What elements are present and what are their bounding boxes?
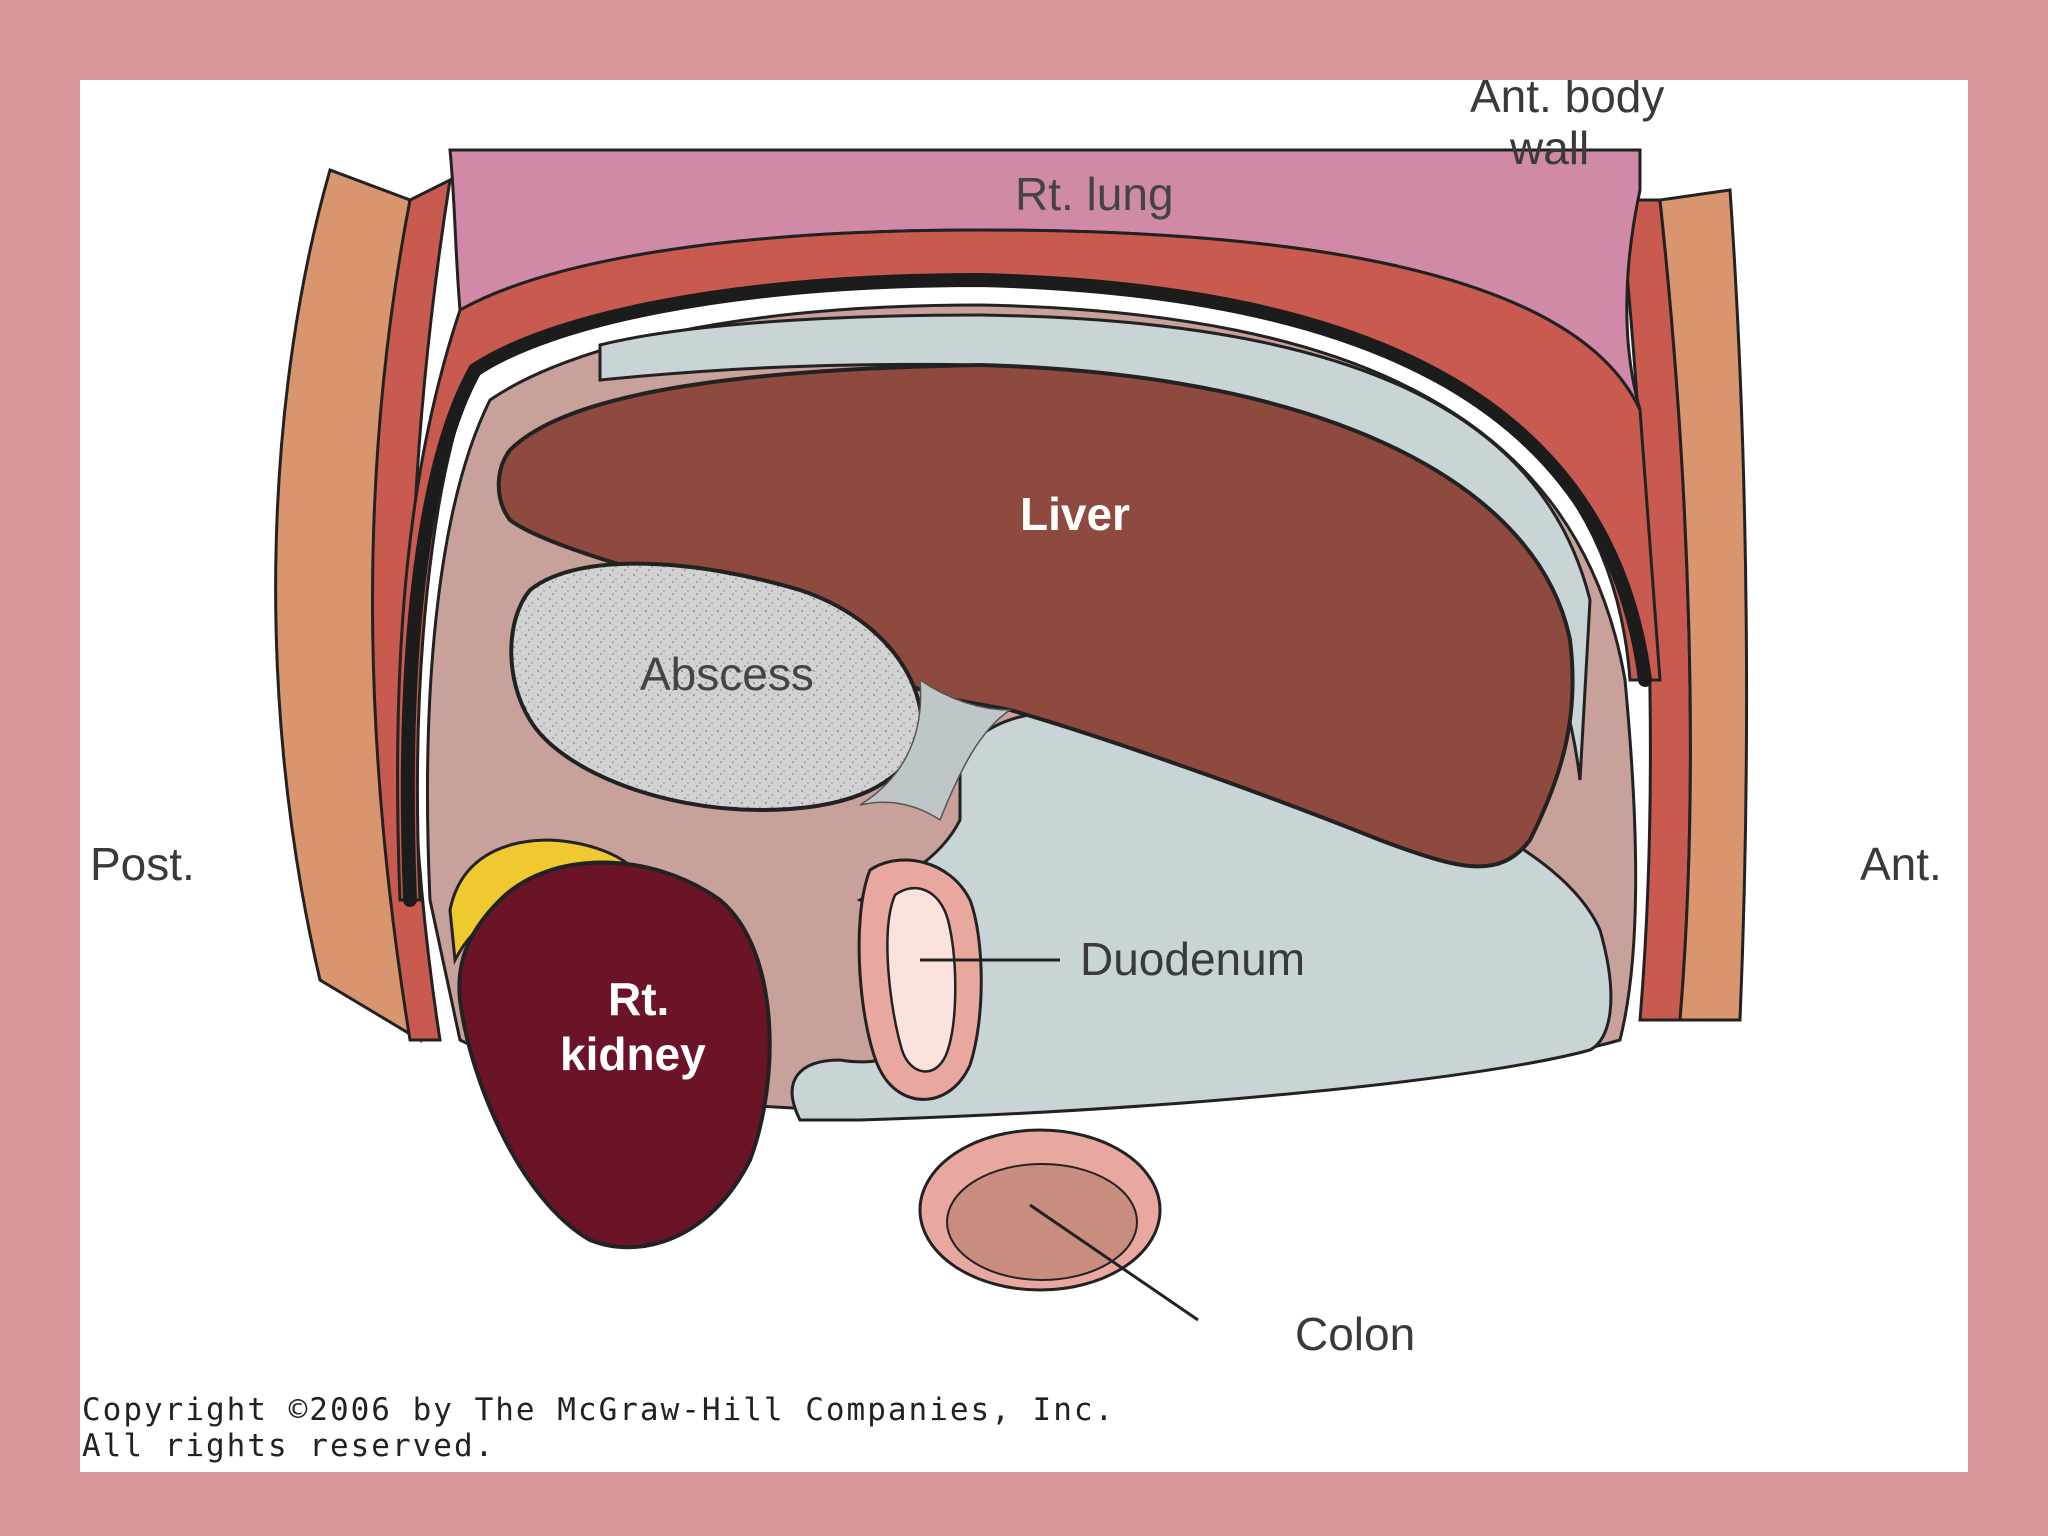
- label-abscess: Abscess: [640, 648, 814, 700]
- label-ant-body-wall-1: Ant. body: [1470, 80, 1664, 122]
- label-ant-body-wall-2: wall: [1509, 122, 1589, 174]
- adhesion-band: [859, 678, 1013, 822]
- colon-leader: [1029, 1203, 1199, 1322]
- label-duodenum: Duodenum: [1080, 933, 1305, 985]
- rt-kidney-shape: [457, 860, 772, 1250]
- label-rt-kidney-2: kidney: [560, 1028, 706, 1080]
- copyright-line-1: Copyright ©2006 by The McGraw-Hill Compa…: [82, 1392, 1115, 1428]
- anterior-skin: [1658, 188, 1749, 1022]
- label-rt-lung: Rt. lung: [1015, 168, 1174, 220]
- abscess-shape: [509, 561, 924, 813]
- colon-lumen: [946, 1163, 1138, 1281]
- anatomy-figure: Ant. body wall Rt. lung Liver Abscess Po…: [80, 80, 1968, 1472]
- anatomy-diagram: Ant. body wall Rt. lung Liver Abscess Po…: [82, 80, 1942, 1464]
- label-rt-kidney-1: Rt.: [608, 973, 669, 1025]
- duodenum-lumen: [886, 886, 957, 1073]
- label-colon: Colon: [1295, 1308, 1415, 1360]
- diaphragm-line: [400, 272, 1652, 907]
- label-ant: Ant.: [1860, 838, 1942, 890]
- copyright-line-2: All rights reserved.: [82, 1428, 495, 1464]
- label-post: Post.: [90, 838, 195, 890]
- label-liver: Liver: [1020, 488, 1130, 540]
